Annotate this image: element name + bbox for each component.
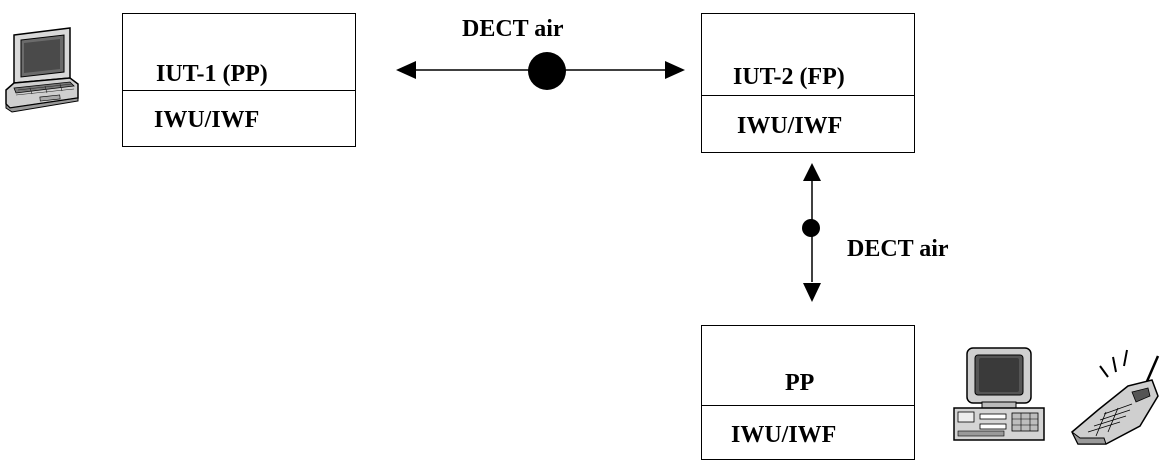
pp-subtitle: IWU/IWF <box>731 422 837 448</box>
iut2-box <box>701 13 915 153</box>
desktop-computer-icon <box>953 347 1045 441</box>
up-arrowhead <box>803 163 821 181</box>
horizontal-dect-link <box>396 52 685 90</box>
left-arrowhead <box>396 61 416 79</box>
iut1-subtitle: IWU/IWF <box>154 107 260 133</box>
iut2-title: IUT-2 (FP) <box>733 64 845 90</box>
iut1-box <box>122 13 356 147</box>
iut1-divider <box>122 90 356 91</box>
mobile-phone-icon <box>1071 349 1160 445</box>
iut2-subtitle: IWU/IWF <box>737 113 843 139</box>
vertical-air-node <box>802 219 820 237</box>
pp-divider <box>701 405 915 406</box>
pp-box <box>701 325 915 460</box>
horizontal-link-label: DECT air <box>462 16 564 42</box>
pp-title: PP <box>785 370 815 396</box>
iut1-title: IUT-1 (PP) <box>156 61 268 87</box>
down-arrowhead <box>803 283 821 302</box>
right-arrowhead <box>665 61 685 79</box>
laptop-icon <box>5 27 79 113</box>
air-interface-node <box>528 52 566 90</box>
iut2-divider <box>701 95 915 96</box>
vertical-dect-link <box>802 163 821 302</box>
vertical-link-label: DECT air <box>847 236 949 262</box>
